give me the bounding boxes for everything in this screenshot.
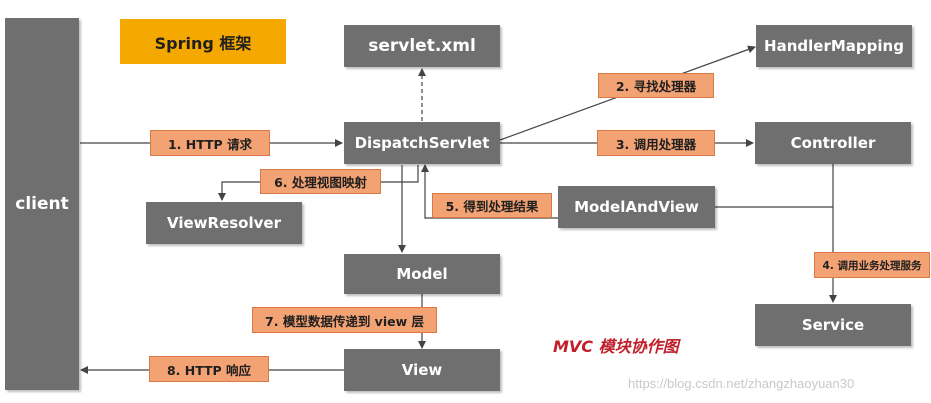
- service-box: Service: [755, 304, 911, 346]
- step-1-label: 1. HTTP 请求: [150, 130, 270, 156]
- step-5-label: 5. 得到处理结果: [432, 193, 552, 218]
- watermark: https://blog.csdn.net/zhangzhaoyuan30: [628, 376, 855, 391]
- arrow-modelandview-to-dispatch: [421, 164, 558, 219]
- view-resolver-box: ViewResolver: [146, 202, 302, 244]
- dispatch-servlet-box: DispatchServlet: [344, 122, 500, 164]
- step-4-label: 4. 调用业务处理服务: [814, 252, 930, 278]
- servlet-xml-box: servlet.xml: [344, 25, 500, 67]
- client-box: client: [5, 18, 79, 390]
- step-2-label: 2. 寻找处理器: [598, 73, 714, 98]
- mvc-diagram-caption: MVC 模块协作图: [553, 337, 679, 356]
- view-box: View: [344, 349, 500, 391]
- model-box: Model: [344, 254, 500, 294]
- step-3-label: 3. 调用处理器: [597, 130, 715, 156]
- handler-mapping-box: HandlerMapping: [756, 25, 912, 67]
- spring-framework-title: Spring 框架: [120, 19, 286, 64]
- model-and-view-box: ModelAndView: [558, 186, 715, 228]
- controller-box: Controller: [755, 122, 911, 164]
- step-8-label: 8. HTTP 响应: [149, 356, 269, 382]
- step-7-label: 7. 模型数据传递到 view 层: [252, 307, 437, 333]
- step-6-label: 6. 处理视图映射: [260, 169, 381, 194]
